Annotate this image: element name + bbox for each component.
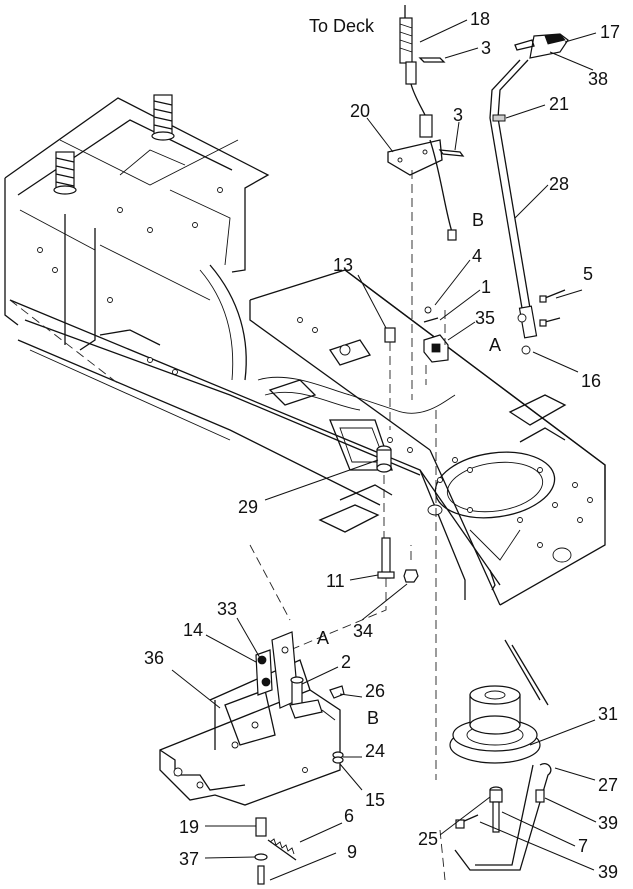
callout-5: 5 [583, 264, 593, 284]
callout-18: 18 [470, 9, 490, 29]
ref-letter-a-upper: A [489, 335, 501, 355]
lever-bolts [517, 289, 566, 355]
callout-6: 6 [344, 806, 354, 826]
callout-27: 27 [598, 775, 618, 795]
callout-17: 17 [600, 22, 620, 42]
cable-bracket [387, 139, 443, 400]
leader-lines [171, 19, 597, 881]
callout-9: 9 [347, 842, 357, 862]
callout-31: 31 [598, 704, 618, 724]
deck-cable [399, 5, 465, 241]
callout-16: 16 [581, 371, 601, 391]
frame-holes [37, 187, 593, 548]
callout-15: 15 [365, 790, 385, 810]
callout-24: 24 [365, 741, 385, 761]
nut-34 [403, 545, 419, 583]
callout-3-upper: 3 [481, 38, 491, 58]
ref-letter-a-lower: A [317, 628, 329, 648]
pivot-bolt-11 [289, 537, 395, 651]
ref-letter-b-lower: B [367, 708, 379, 728]
control-lever [489, 33, 569, 339]
pivot-bracket [159, 631, 345, 885]
ref-letter-b-upper: B [472, 210, 484, 230]
seat-spring-left [53, 151, 77, 195]
callout-25: 25 [418, 829, 438, 849]
callout-4: 4 [472, 246, 482, 266]
callout-33: 33 [217, 599, 237, 619]
callout-1: 1 [481, 277, 491, 297]
callout-labels: To Deck 18 3 17 38 20 3 21 28 B 4 13 5 1… [144, 9, 620, 882]
callout-39-lower: 39 [598, 862, 618, 882]
spacer-13 [384, 327, 396, 430]
alignment-lines [9, 299, 446, 881]
seat-spring-right [151, 94, 175, 141]
callout-26: 26 [365, 681, 385, 701]
bushing-29 [376, 445, 392, 540]
callout-29: 29 [238, 497, 258, 517]
chassis-frame [4, 97, 606, 606]
callout-34: 34 [353, 621, 373, 641]
callout-7: 7 [578, 836, 588, 856]
callout-14: 14 [183, 620, 203, 640]
callout-19: 19 [179, 817, 199, 837]
callout-13: 13 [333, 255, 353, 275]
callout-28: 28 [549, 174, 569, 194]
callout-2: 2 [341, 652, 351, 672]
callout-20: 20 [350, 101, 370, 121]
idler-pulley [449, 639, 552, 871]
callout-38: 38 [588, 69, 608, 89]
callout-35: 35 [475, 308, 495, 328]
to-deck-note: To Deck [309, 16, 375, 36]
callout-21: 21 [549, 94, 569, 114]
callout-11: 11 [326, 571, 345, 591]
callout-36: 36 [144, 648, 164, 668]
callout-3-lower: 3 [453, 105, 463, 125]
safety-switch [423, 306, 449, 385]
callout-39-upper: 39 [598, 813, 618, 833]
callout-37: 37 [179, 849, 199, 869]
